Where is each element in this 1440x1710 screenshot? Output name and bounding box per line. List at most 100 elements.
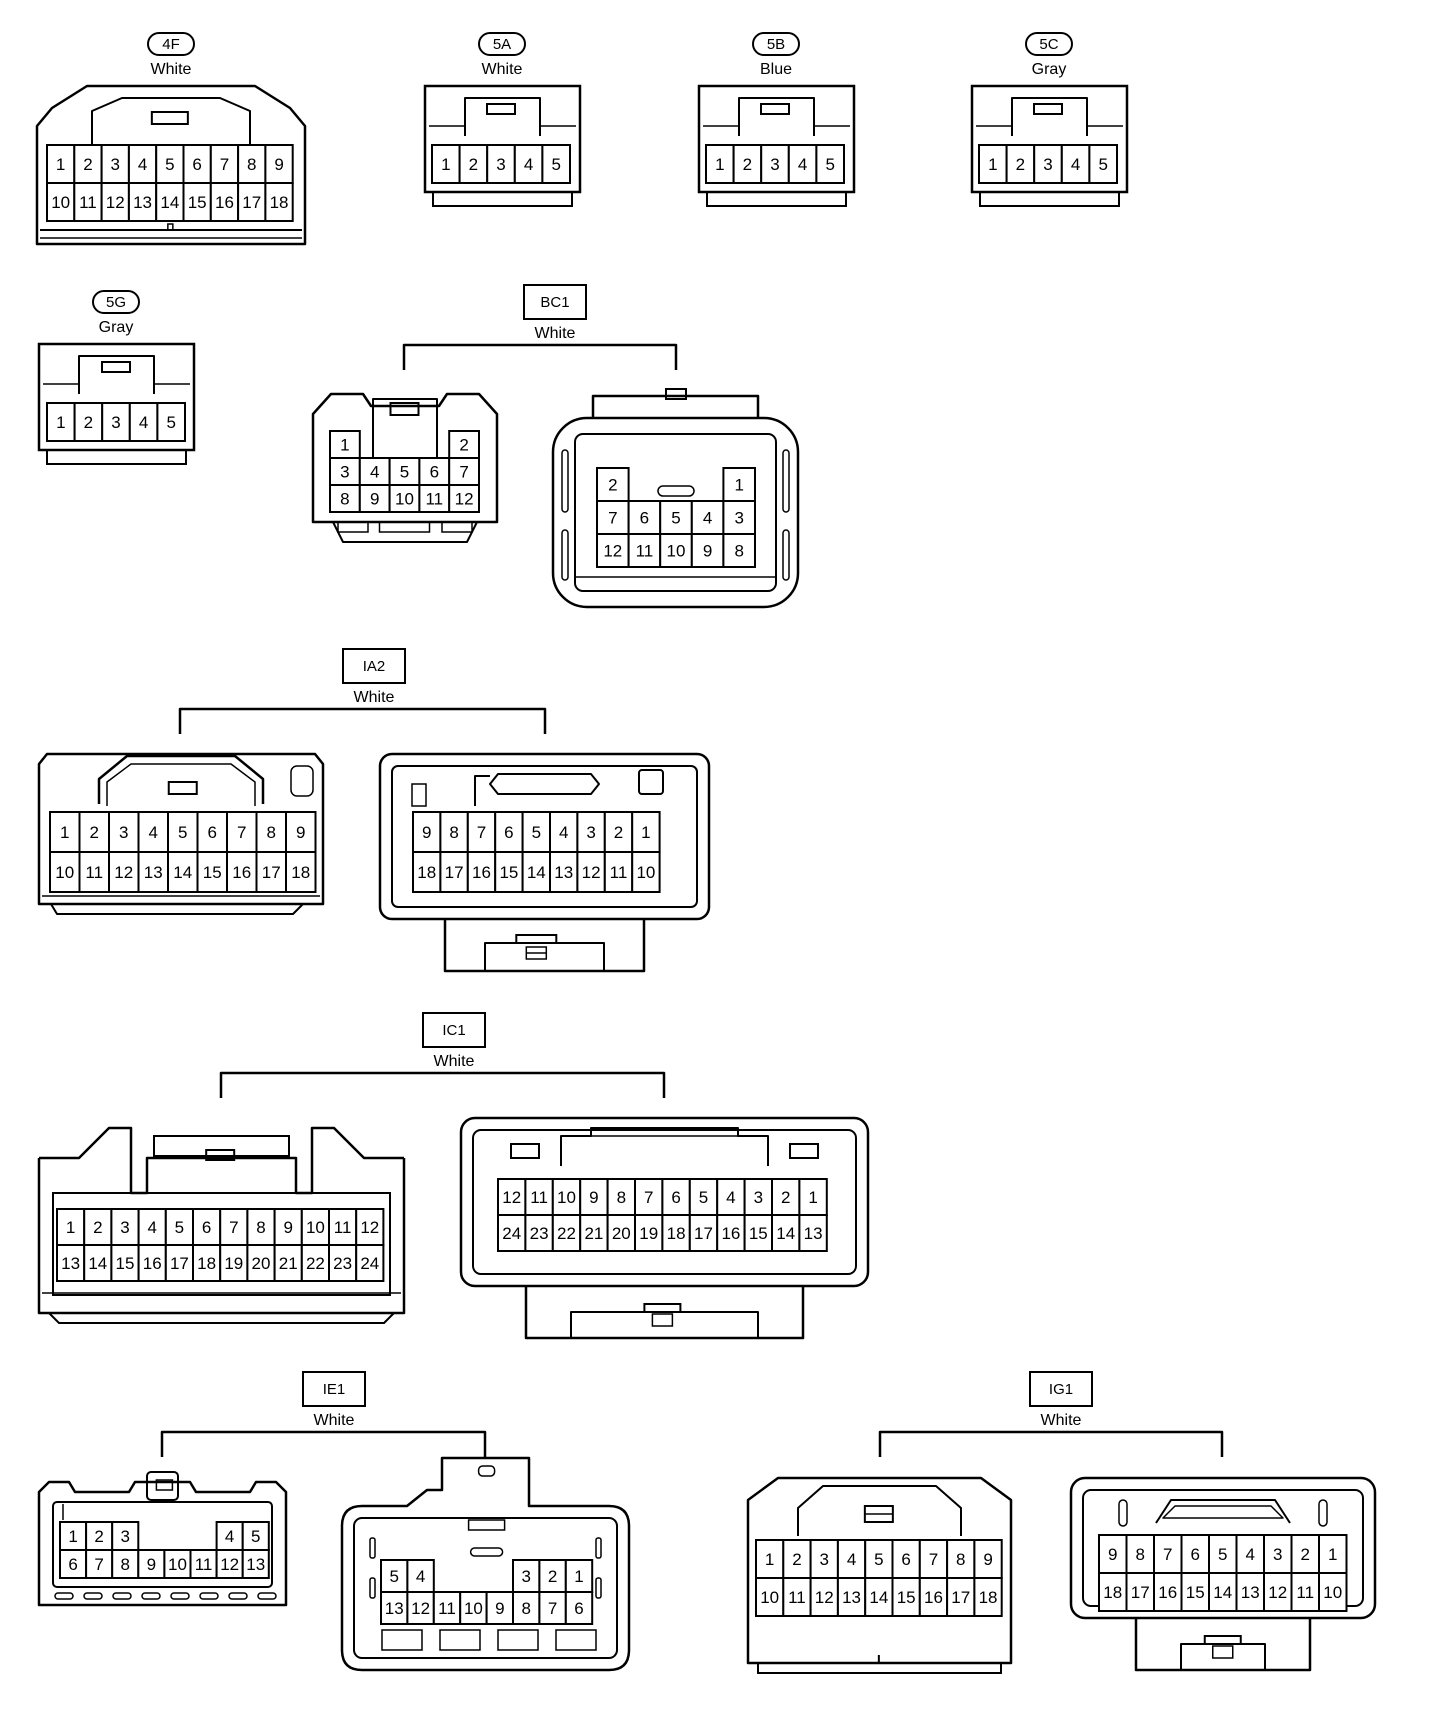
pin-cell [388,484,421,513]
pin-cell [167,851,199,893]
pin-cell [1125,1572,1155,1612]
pin-cell [564,1559,594,1593]
pin-cell [285,851,317,893]
pin-number: 3 [754,1188,763,1207]
pin-number: 1 [56,155,65,174]
pin-cell [137,1208,167,1246]
pin-number: 13 [133,193,152,212]
pin-number: 1 [1328,1545,1337,1564]
pin-number: 7 [220,155,229,174]
pin-number: 18 [667,1224,686,1243]
pin-number: 12 [815,1588,834,1607]
pin-number: 9 [703,542,712,561]
pin-cell [755,1539,785,1579]
pin-cell [285,811,317,853]
pin-cell [512,1591,541,1625]
pin-cell [380,1559,409,1593]
pin-number: 6 [430,463,439,482]
connector-id-badge [147,32,195,56]
pin-number: 8 [256,1218,265,1237]
pin-number: 7 [229,1218,238,1237]
pin-number: 4 [726,1188,735,1207]
pin-number: 3 [340,463,349,482]
pin-number: 2 [83,155,92,174]
connector-housing [311,392,499,543]
pin-number: 23 [333,1254,352,1273]
pin-number: 5 [1098,155,1107,174]
pin-number: 14 [1213,1583,1232,1602]
pin-cell [1088,144,1119,184]
pin-number: 3 [1273,1545,1282,1564]
pin-cell [973,1577,1003,1617]
pin-number: 18 [291,863,310,882]
pin-number: 3 [121,1527,130,1546]
pin-number: 5 [671,509,680,528]
pin-number: 3 [1043,155,1052,174]
pin-number: 15 [188,193,207,212]
pin-number: 5 [699,1188,708,1207]
pin-cell [78,811,110,853]
pin-number: 11 [85,863,103,882]
pin-cell [246,1208,276,1246]
pin-number: 4 [524,155,533,174]
pin-cell [946,1577,976,1617]
view-bracket [178,707,547,734]
connector-housing [551,388,800,609]
pin-number: 8 [121,1555,130,1574]
pin-cell [1290,1572,1320,1612]
pin-number: 10 [636,863,655,882]
pin-number: 4 [559,823,568,842]
connector-id: IG1 [1049,1381,1073,1398]
pin-cell [564,1591,594,1625]
pin-number: 2 [608,476,617,495]
pin-number: 17 [170,1254,189,1273]
pin-cell [918,1577,949,1617]
pin-number: 1 [715,155,724,174]
pin-number: 4 [798,155,807,174]
pin-number: 17 [694,1224,713,1243]
pin-number: 9 [495,1599,504,1618]
pin-number: 18 [1103,1583,1122,1602]
pin-number: 6 [202,1218,211,1237]
pin-number: 11 [530,1188,548,1207]
pin-number: 2 [781,1188,790,1207]
pin-cell [241,1521,270,1551]
pin-cell [219,1244,249,1282]
pin-number: 11 [79,193,97,212]
pin-cell [439,851,469,893]
pin-number: 2 [743,155,752,174]
pin-number: 6 [68,1555,77,1574]
pin-number: 3 [119,823,128,842]
pin-number: 14 [160,193,179,212]
pin-number: 2 [792,1550,801,1569]
pin-number: 15 [897,1588,916,1607]
pin-cell [705,144,735,184]
pin-number: 3 [496,155,505,174]
pin-cell [809,1577,839,1617]
pin-number: 3 [820,1550,829,1569]
pin-cell [1235,1572,1265,1612]
connector-color: White [314,1412,355,1429]
pin-number: 17 [262,863,281,882]
connector-id: 5C [1039,36,1058,53]
pin-cell [946,1539,976,1579]
pin-cell [497,1178,527,1216]
pin-number: 1 [68,1527,77,1546]
pin-number: 9 [147,1555,156,1574]
connector-id-box [1029,1371,1093,1407]
pin-number: 3 [770,155,779,174]
connector-color: White [354,689,395,706]
pin-number: 20 [252,1254,271,1273]
pin-cell [358,457,391,486]
pin-number: 4 [1071,155,1080,174]
pin-number: 3 [111,413,120,432]
pin-cell [722,500,757,535]
